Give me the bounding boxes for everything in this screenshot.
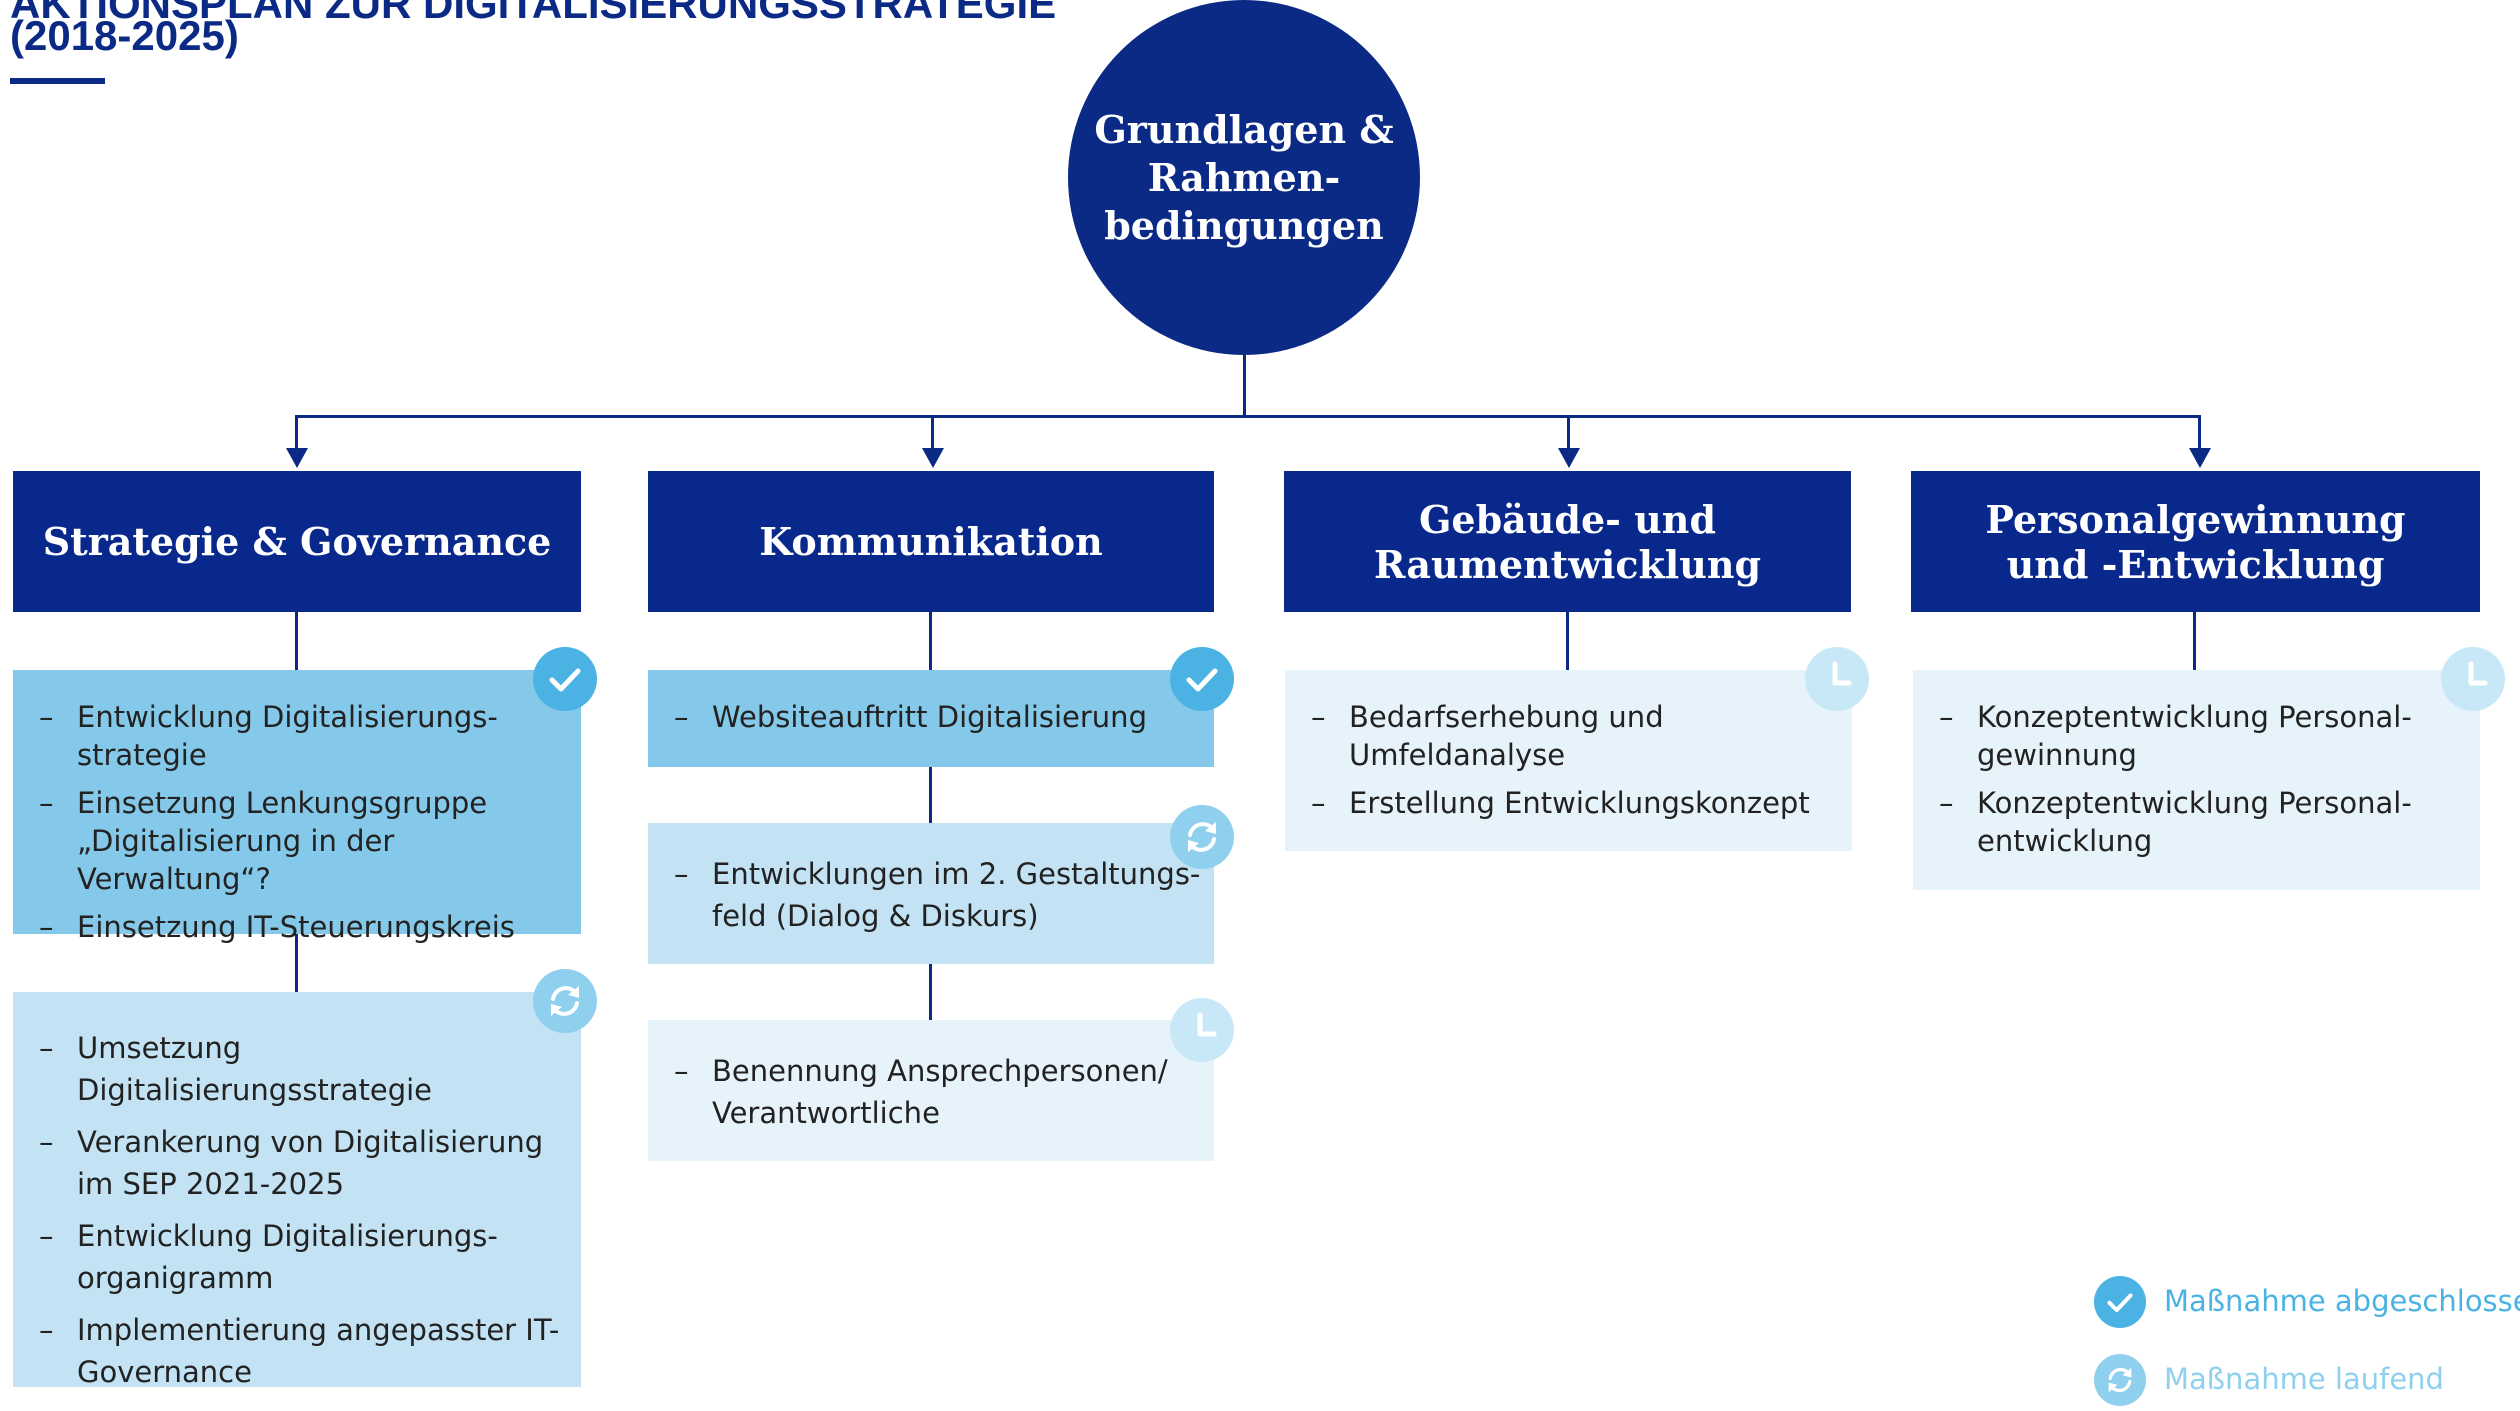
branch-1-stem: [295, 415, 298, 451]
list-item: Verankerung von Digitalisierung im SEP 2…: [13, 1121, 581, 1205]
legend-done-label: Maßnahme abgeschlossen: [2164, 1284, 2520, 1318]
list-item: Websiteauftritt Digitalisierung: [648, 698, 1214, 736]
clock-icon: [1170, 998, 1234, 1062]
list-item: Erstellung Entwicklungskonzept: [1285, 784, 1852, 822]
clock-icon: [1805, 647, 1869, 711]
refresh-icon: [1170, 805, 1234, 869]
column-heading-strategie: Strategie & Governance: [13, 471, 581, 612]
legend-refresh-icon: [2094, 1354, 2146, 1406]
col2-connector-1: [929, 612, 932, 670]
list-item: Konzeptentwicklung Personal-gewinnung: [1913, 698, 2480, 774]
list-item: Bedarfserhebung und Umfeldanalyse: [1285, 698, 1852, 774]
action-box-kommunikation-planned: Benennung Ansprechpersonen/ Verantwortli…: [648, 1020, 1214, 1161]
action-box-kommunikation-done: Websiteauftritt Digitalisierung: [648, 670, 1214, 767]
legend-check-icon: [2094, 1276, 2146, 1328]
action-box-kommunikation-running: Entwicklungen im 2. Gestaltungs-feld (Di…: [648, 823, 1214, 964]
list-item: Entwicklung Digitalisierungs-strategie: [13, 698, 581, 774]
root-node-label: Grundlagen & Rahmen-bedingungen: [1094, 106, 1394, 248]
branch-3-arrow: [1558, 448, 1580, 468]
branch-2-arrow: [922, 448, 944, 468]
branch-3-stem: [1567, 415, 1570, 451]
col1-connector-1: [295, 612, 298, 670]
list-item: Entwicklungen im 2. Gestaltungs-feld (Di…: [648, 853, 1214, 937]
col1-connector-2: [295, 934, 298, 992]
list-item: Entwicklung Digitalisierungs-organigramm: [13, 1215, 581, 1299]
refresh-icon: [533, 969, 597, 1033]
list-item: Implementierung angepasster IT-Governanc…: [13, 1309, 581, 1393]
col2-connector-3: [929, 964, 932, 1020]
column-heading-kommunikation: Kommunikation: [648, 471, 1214, 612]
check-icon: [1170, 647, 1234, 711]
page-title-line1-clip: AKTIONSPLAN ZUR DIGITALISIERUNGSSTRATEGI…: [0, 0, 1600, 28]
list-item: Benennung Ansprechpersonen/ Verantwortli…: [648, 1050, 1214, 1134]
branch-4-stem: [2198, 415, 2201, 451]
col2-connector-2: [929, 767, 932, 823]
branch-1-arrow: [286, 448, 308, 468]
page-title-line1: AKTIONSPLAN ZUR DIGITALISIERUNGSSTRATEGI…: [10, 0, 1057, 27]
list-item: Einsetzung IT-Steuerungskreis: [13, 908, 581, 946]
legend-running-label: Maßnahme laufend: [2164, 1362, 2444, 1396]
column-heading-gebaeude: Gebäude- und Raumentwicklung: [1284, 471, 1851, 612]
col4-connector-1: [2193, 612, 2196, 670]
list-item: Konzeptentwicklung Personal-entwicklung: [1913, 784, 2480, 860]
column-heading-personal: Personalgewinnung und -Entwicklung: [1911, 471, 2480, 612]
clock-icon: [2441, 647, 2505, 711]
branch-line: [295, 415, 2201, 418]
list-item: Umsetzung Digitalisierungsstrategie: [13, 1027, 581, 1111]
title-underline: [10, 78, 105, 84]
action-box-personal-planned: Konzeptentwicklung Personal-gewinnung Ko…: [1913, 670, 2480, 890]
action-box-strategie-running: Umsetzung Digitalisierungsstrategie Vera…: [13, 992, 581, 1389]
root-node: Grundlagen & Rahmen-bedingungen: [1068, 0, 1420, 355]
branch-2-stem: [931, 415, 934, 451]
root-connector: [1243, 355, 1246, 417]
branch-4-arrow: [2189, 448, 2211, 468]
list-item: Einsetzung Lenkungsgruppe „Digitalisieru…: [13, 784, 581, 898]
action-box-strategie-done: Entwicklung Digitalisierungs-strategie E…: [13, 670, 581, 946]
col3-connector-1: [1566, 612, 1569, 670]
page-title-line2: (2018-2025): [10, 12, 239, 59]
check-icon: [533, 647, 597, 711]
action-box-gebaeude-planned: Bedarfserhebung und Umfeldanalyse Erstel…: [1285, 670, 1852, 851]
